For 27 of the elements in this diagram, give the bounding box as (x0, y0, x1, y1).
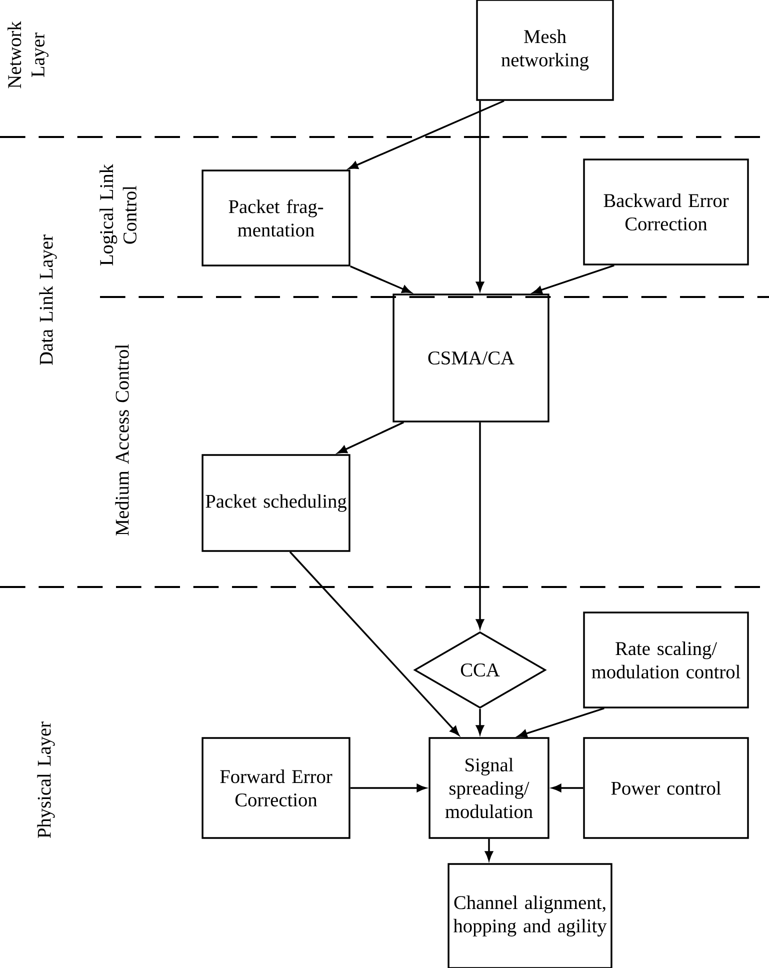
process-box: CSMA/CA (392, 294, 550, 422)
process-box: Forward Error Correction (202, 737, 350, 839)
arrow (476, 422, 484, 629)
process-box: Backward Error Correction (583, 158, 749, 266)
layer-label: Physical Layer (37, 722, 55, 838)
process-box: Signal spreading/ modulation (428, 737, 550, 839)
process-box: Power control (583, 737, 749, 839)
process-box: Packet frag- mentation (202, 170, 350, 266)
arrow (350, 266, 412, 294)
arrow (476, 708, 484, 735)
arrow (338, 422, 404, 454)
layer-label: Logical Link Control (100, 164, 136, 266)
arrow (552, 784, 584, 792)
process-box: Mesh networking (476, 0, 614, 101)
process-box: Packet scheduling (202, 454, 350, 552)
layer-label: Network Layer (8, 21, 48, 88)
arrow (476, 100, 484, 292)
arrow (518, 708, 604, 738)
arrow (532, 264, 614, 294)
arrow (350, 784, 426, 792)
arrow (289, 551, 460, 736)
process-box: Rate scaling/ modulation control (583, 612, 749, 708)
layer-label: Medium Access Control (115, 344, 129, 536)
arrow (348, 100, 504, 170)
process-box: Channel alignment, hopping and agility (448, 863, 612, 968)
layer-label: Data Link Layer (39, 234, 57, 365)
arrow (485, 838, 493, 861)
